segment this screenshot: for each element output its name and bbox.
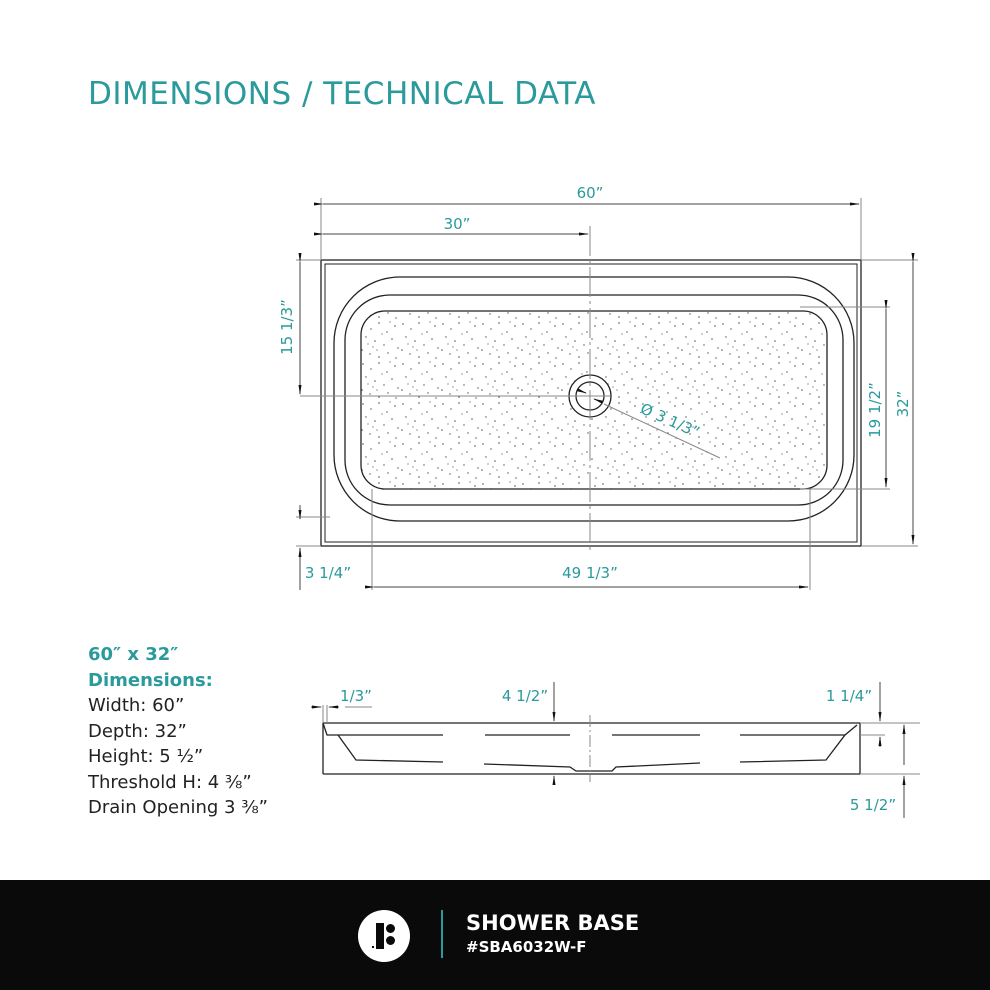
page-title: DIMENSIONS / TECHNICAL DATA	[88, 76, 596, 112]
dim-threshold-height: 4 1/2”	[502, 687, 548, 705]
dim-threshold-offset: 3 1/4”	[305, 564, 351, 582]
technical-drawing: 60” 30” 15 1/3” Ø 3 1/3” 19 1/2” 32” 3 1…	[278, 184, 920, 818]
dim-overall-width: 60”	[577, 184, 604, 202]
dim-overall-depth: 32”	[894, 391, 912, 418]
dim-half-width: 30”	[444, 215, 471, 233]
footer-divider	[441, 910, 443, 958]
dim-inner-width: 49 1/3”	[562, 564, 618, 582]
spec-size: 60″ x 32″	[88, 644, 179, 665]
dim-flange-height: 1 1/4”	[826, 687, 872, 705]
product-name: SHOWER BASE	[466, 911, 640, 935]
spec-height: Height: 5 ½”	[88, 746, 204, 767]
dim-inner-depth: 19 1/2”	[866, 382, 884, 438]
dim-total-height: 5 1/2”	[850, 796, 896, 814]
spec-depth: Depth: 32”	[88, 720, 187, 742]
spec-drain: Drain Opening 3 ⅜”	[88, 797, 268, 818]
footer-bar	[0, 880, 990, 990]
spec-width: Width: 60”	[88, 695, 185, 716]
side-view	[322, 722, 861, 775]
dim-lip: 1/3”	[340, 687, 372, 705]
brand-logo-icon	[358, 910, 410, 962]
product-sku: #SBA6032W-F	[466, 938, 587, 956]
spec-threshold: Threshold H: 4 ⅜”	[88, 771, 252, 793]
dim-drain-offset: 15 1/3”	[278, 299, 296, 355]
top-view	[320, 259, 862, 547]
spec-list: 60″ x 32″ Dimensions: Width: 60” Depth: …	[88, 642, 268, 821]
spec-heading: Dimensions:	[88, 669, 213, 691]
